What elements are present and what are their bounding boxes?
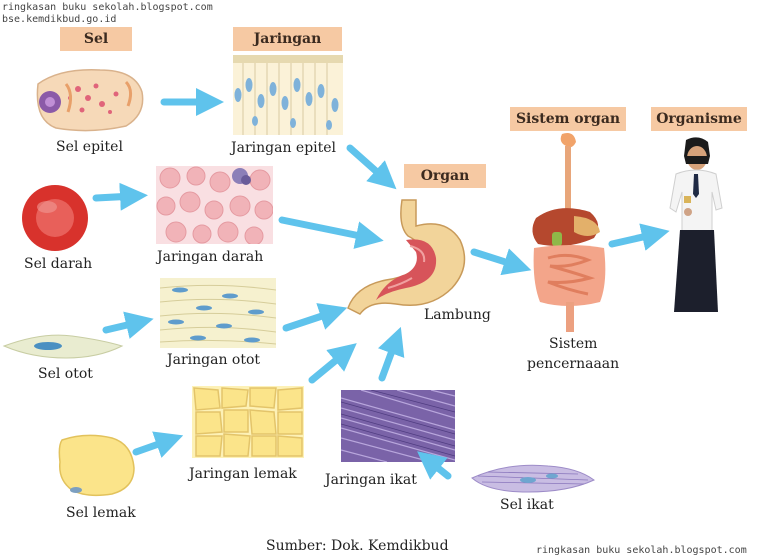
muscle-cell-image: [2, 330, 124, 362]
label-sel-otot: Sel otot: [38, 366, 93, 382]
label-sistem-line1: Sistem: [549, 336, 598, 352]
connective-cell-image: [468, 458, 596, 498]
header-organisme: Organisme: [651, 107, 747, 131]
watermark-top-2: bse.kemdikbud.go.id: [2, 14, 117, 25]
label-sel-ikat: Sel ikat: [500, 497, 554, 513]
arrow-lemak-to-organ: [308, 343, 357, 384]
label-jaringan-lemak: Jaringan lemak: [189, 466, 297, 482]
digestive-system-image: [528, 132, 612, 336]
arrow-epitel-to-organ: [346, 144, 397, 190]
muscle-tissue-image: [160, 278, 276, 348]
connective-tissue-image: [341, 390, 455, 462]
label-jaringan-epitel: Jaringan epitel: [231, 140, 337, 156]
label-jaringan-ikat: Jaringan ikat: [325, 472, 417, 488]
arrow-sel-darah-to-jaringan: [92, 182, 148, 211]
label-sel-lemak: Sel lemak: [66, 505, 136, 521]
watermark-top-1: ringkasan buku sekolah.blogspot.com: [2, 2, 213, 13]
fat-tissue-image: [192, 386, 304, 458]
label-lambung: Lambung: [424, 307, 491, 323]
watermark-bottom: ringkasan buku sekolah.blogspot.com: [536, 545, 747, 556]
header-jaringan: Jaringan: [233, 27, 342, 51]
label-sel-darah: Sel darah: [24, 256, 93, 272]
label-jaringan-otot: Jaringan otot: [167, 352, 261, 368]
arrow-system-to-organism: [608, 223, 670, 251]
blood-tissue-image: [156, 166, 273, 244]
epithelial-cell-image: [30, 64, 150, 134]
label-jaringan-darah: Jaringan darah: [157, 249, 264, 265]
epithelial-tissue-image: [233, 55, 343, 135]
student-organism-image: [664, 136, 728, 314]
label-sel-epitel: Sel epitel: [56, 139, 123, 155]
blood-cell-image: [20, 183, 90, 253]
header-sel: Sel: [60, 27, 132, 51]
arrow-sel-lemak-to-jaringan: [132, 431, 184, 458]
fat-cell-image: [56, 432, 138, 498]
arrow-otot-to-organ: [282, 303, 348, 332]
arrow-sel-otot-to-jaringan: [102, 311, 154, 339]
arrow-organ-to-system: [470, 248, 532, 276]
source-caption: Sumber: Dok. Kemdikbud: [266, 538, 449, 554]
header-organ: Organ: [404, 164, 486, 188]
arrow-ikat-to-organ: [378, 326, 405, 382]
arrow-darah-to-organ: [278, 216, 384, 249]
header-sistem-organ: Sistem organ: [510, 107, 626, 131]
stomach-image: [346, 196, 472, 316]
arrow-sel-ikat-to-jaringan: [417, 451, 452, 480]
label-sistem-line2: pencernaaan: [527, 356, 620, 372]
